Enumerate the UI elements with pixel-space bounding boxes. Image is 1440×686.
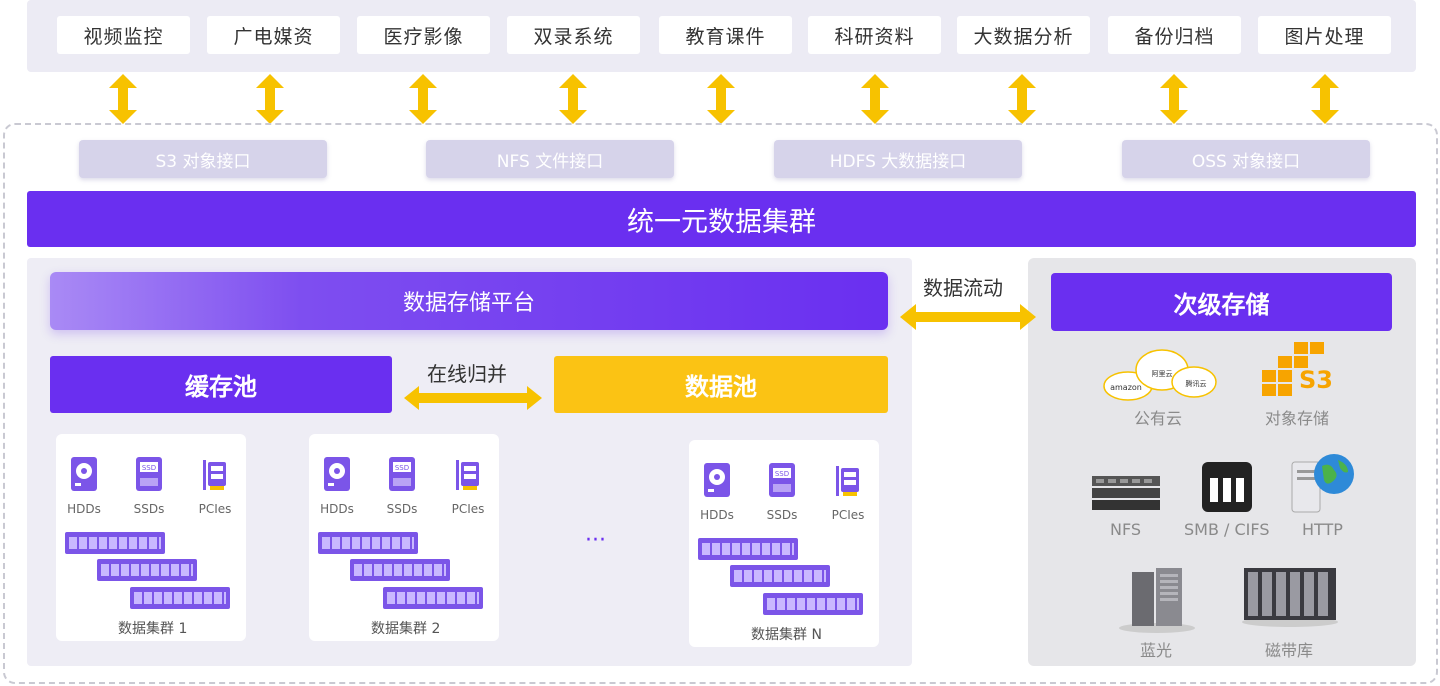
- hdd-icon: [323, 456, 351, 492]
- amazon-logo: amazon: [1110, 383, 1142, 392]
- cluster-label: 数据集群 2: [371, 621, 441, 637]
- server-rack-icon: [698, 538, 798, 560]
- ssd-label: SSDs: [133, 502, 165, 516]
- public-cloud-icon: amazon 阿里云 腾讯云: [1103, 349, 1217, 401]
- ssd-label: SSDs: [386, 502, 418, 516]
- cluster-label: 数据集群 1: [118, 621, 188, 637]
- secondary-storage-title: 次级存储: [1051, 273, 1392, 331]
- horizontal-double-arrow-icon: [404, 386, 542, 410]
- ssd-icon: [768, 462, 796, 498]
- double-arrow-icon: [1006, 74, 1038, 124]
- tencent-cloud-logo: 腾讯云: [1186, 379, 1207, 388]
- data-pool-box: 数据池: [554, 356, 888, 413]
- interface-oss: OSS 对象接口: [1122, 140, 1370, 178]
- cluster-card-2: HDDs SSDs PCIes 数据集群 2: [309, 434, 499, 641]
- hdd-icon: [70, 456, 98, 492]
- server-rack-icon: [383, 587, 483, 609]
- cluster-card-n: HDDs SSDs PCIes 数据集群 N: [689, 440, 879, 647]
- application-bar: 视频监控 广电媒资 医疗影像 双录系统 教育课件 科研资料 大数据分析 备份归档…: [27, 0, 1416, 72]
- app-image-processing: 图片处理: [1258, 16, 1391, 54]
- hdd-label: HDDs: [67, 502, 101, 516]
- aliyun-logo: 阿里云: [1152, 369, 1173, 378]
- double-arrow-icon: [254, 74, 286, 124]
- data-storage-platform-bar: 数据存储平台: [50, 272, 888, 330]
- nfs-server-icon: [1092, 476, 1160, 510]
- more-clusters-ellipsis: ···: [585, 528, 606, 553]
- bluray-library-icon: [1119, 568, 1195, 633]
- app-broadcast-media: 广电媒资: [207, 16, 340, 54]
- server-rack-icon: [730, 565, 830, 587]
- ssd-icon: [388, 456, 416, 492]
- tape-library-icon: [1242, 568, 1338, 627]
- double-arrow-icon: [705, 74, 737, 124]
- double-arrow-icon: [557, 74, 589, 124]
- smb-cifs-label: SMB / CIFS: [1184, 520, 1270, 539]
- pcie-icon: [201, 456, 229, 492]
- app-big-data-analysis: 大数据分析: [957, 16, 1090, 54]
- storage-system-frame: [3, 123, 1438, 684]
- server-rack-icon: [130, 587, 230, 609]
- hdd-label: HDDs: [700, 508, 734, 522]
- pcie-label: PCIes: [198, 502, 232, 516]
- app-research-data: 科研资料: [808, 16, 941, 54]
- double-arrow-icon: [859, 74, 891, 124]
- server-rack-icon: [350, 559, 450, 581]
- pcie-icon: [834, 462, 862, 498]
- app-education-courseware: 教育课件: [659, 16, 792, 54]
- server-rack-icon: [763, 593, 863, 615]
- metadata-cluster-bar: 统一元数据集群: [27, 191, 1416, 247]
- ssd-label: SSDs: [766, 508, 798, 522]
- pcie-label: PCIes: [451, 502, 485, 516]
- hdd-label: HDDs: [320, 502, 354, 516]
- horizontal-double-arrow-icon: [900, 304, 1036, 330]
- ssd-icon: [135, 456, 163, 492]
- hdd-icon: [703, 462, 731, 498]
- server-rack-icon: [65, 532, 165, 554]
- nfs-label: NFS: [1110, 520, 1142, 539]
- pcie-icon: [454, 456, 482, 492]
- server-rack-icon: [97, 559, 197, 581]
- double-arrow-icon: [407, 74, 439, 124]
- double-arrow-icon: [107, 74, 139, 124]
- cluster-label: 数据集群 N: [751, 627, 822, 643]
- http-label: HTTP: [1302, 520, 1343, 539]
- tape-library-label: 磁带库: [1265, 641, 1314, 660]
- interface-s3: S3 对象接口: [79, 140, 327, 178]
- double-arrow-icon: [1309, 74, 1341, 124]
- app-medical-imaging: 医疗影像: [357, 16, 490, 54]
- online-merge-label: 在线归并: [427, 362, 507, 386]
- object-storage-s3-icon: S3: [1262, 342, 1333, 396]
- public-cloud-label: 公有云: [1134, 409, 1183, 428]
- pcie-label: PCIes: [831, 508, 865, 522]
- double-arrow-icon: [1158, 74, 1190, 124]
- app-dual-recording: 双录系统: [507, 16, 640, 54]
- interface-hdfs: HDFS 大数据接口: [774, 140, 1022, 178]
- app-backup-archive: 备份归档: [1108, 16, 1241, 54]
- data-flow-label: 数据流动: [923, 276, 1003, 300]
- bluray-label: 蓝光: [1140, 641, 1173, 660]
- cluster-card-1: HDDs SSDs PCIes 数据集群 1: [56, 434, 246, 641]
- http-server-globe-icon: [1291, 454, 1354, 513]
- cache-pool-box: 缓存池: [50, 356, 392, 413]
- server-rack-icon: [318, 532, 418, 554]
- smb-cifs-nas-icon: [1202, 462, 1252, 512]
- object-storage-label: 对象存储: [1265, 409, 1330, 428]
- app-video-surveillance: 视频监控: [57, 16, 190, 54]
- interface-nfs: NFS 文件接口: [426, 140, 674, 178]
- svg-text:S3: S3: [1299, 366, 1333, 394]
